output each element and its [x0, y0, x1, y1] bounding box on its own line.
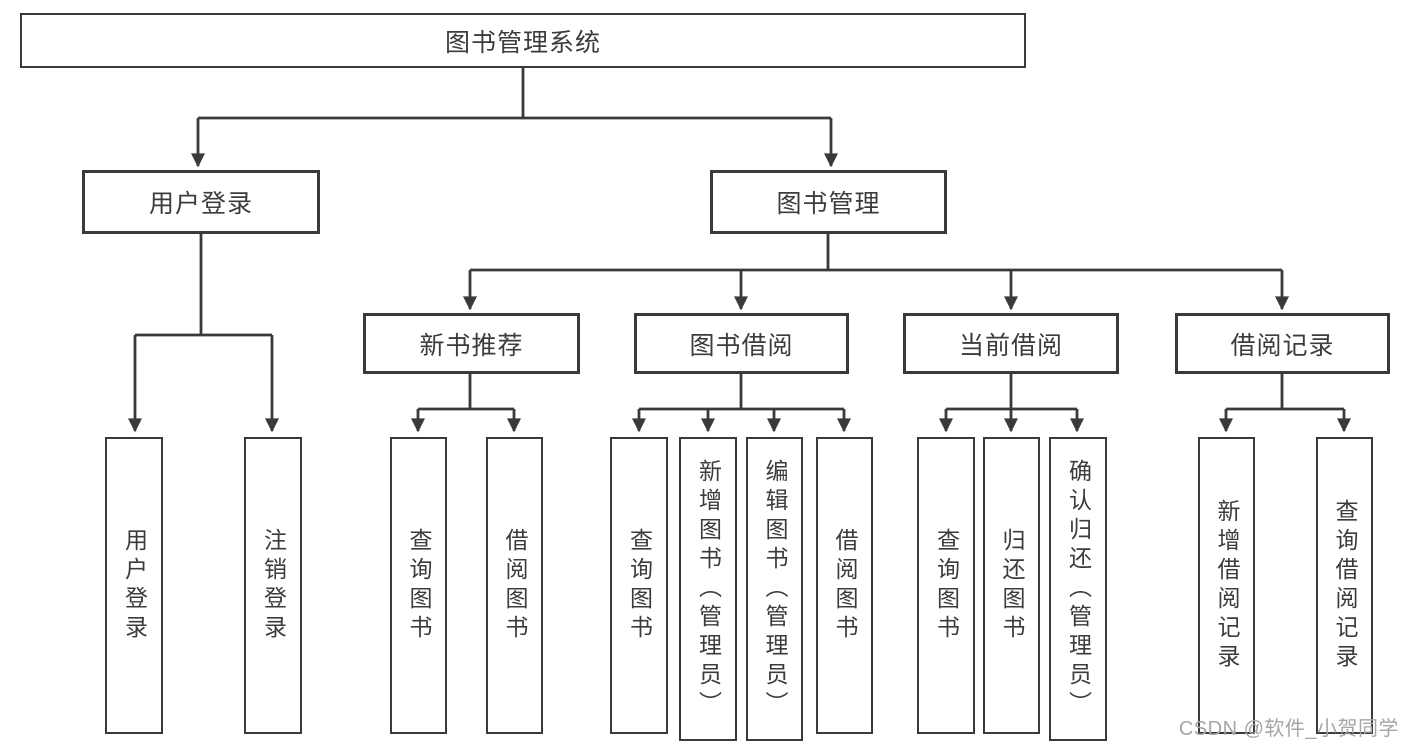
- node-label: 图书借阅: [689, 331, 794, 360]
- leaf-label: 归还图书: [999, 527, 1025, 644]
- watermark: CSDN @软件_小贺同学: [1178, 718, 1399, 740]
- leaf-query-books-current: 查询图书: [917, 437, 975, 734]
- leaf-label: 查询图书: [406, 527, 432, 644]
- node-label: 用户登录: [148, 190, 253, 218]
- node-current-borrow: 当前借阅: [903, 313, 1119, 374]
- node-label: 当前借阅: [958, 331, 1063, 360]
- leaf-label: 确认归还（管理员）: [1065, 458, 1092, 720]
- leaf-return-books: 归还图书: [983, 437, 1040, 734]
- node-label: 借阅记录: [1230, 331, 1335, 360]
- leaf-label: 编辑图书（管理员）: [762, 458, 788, 720]
- leaf-logout: 注销登录: [244, 437, 302, 734]
- leaf-label: 查询图书: [933, 527, 960, 644]
- node-user-login: 用户登录: [82, 170, 320, 234]
- leaf-query-books-borrow: 查询图书: [610, 437, 668, 734]
- leaf-add-borrow-record: 新增借阅记录: [1198, 437, 1255, 734]
- leaf-label: 查询图书: [626, 527, 653, 644]
- node-borrow-records: 借阅记录: [1175, 313, 1390, 374]
- node-book-borrow: 图书借阅: [634, 313, 849, 374]
- leaf-user-login: 用户登录: [105, 437, 163, 734]
- leaf-add-books-admin: 新增图书（管理员）: [679, 437, 737, 741]
- leaf-label: 用户登录: [121, 527, 148, 644]
- leaf-label: 注销登录: [260, 527, 287, 644]
- node-label: 图书管理: [776, 190, 881, 218]
- leaf-query-books-recommend: 查询图书: [390, 437, 447, 734]
- leaf-label: 新增借阅记录: [1214, 498, 1240, 673]
- leaf-label: 查询借阅记录: [1332, 498, 1358, 673]
- leaf-borrow-books-recommend: 借阅图书: [486, 437, 543, 734]
- leaf-label: 新增图书（管理员）: [695, 458, 722, 720]
- leaf-edit-books-admin: 编辑图书（管理员）: [746, 437, 803, 741]
- leaf-label: 借阅图书: [502, 527, 528, 644]
- leaf-confirm-return-admin: 确认归还（管理员）: [1049, 437, 1107, 741]
- node-book-management: 图书管理: [710, 170, 947, 234]
- node-library-management-system: 图书管理系统: [20, 13, 1026, 68]
- node-label: 新书推荐: [419, 331, 524, 360]
- leaf-query-borrow-record: 查询借阅记录: [1316, 437, 1373, 734]
- node-label: 图书管理系统: [444, 28, 601, 57]
- node-new-book-recommend: 新书推荐: [363, 313, 580, 374]
- leaf-borrow-books: 借阅图书: [816, 437, 873, 734]
- leaf-label: 借阅图书: [832, 527, 858, 644]
